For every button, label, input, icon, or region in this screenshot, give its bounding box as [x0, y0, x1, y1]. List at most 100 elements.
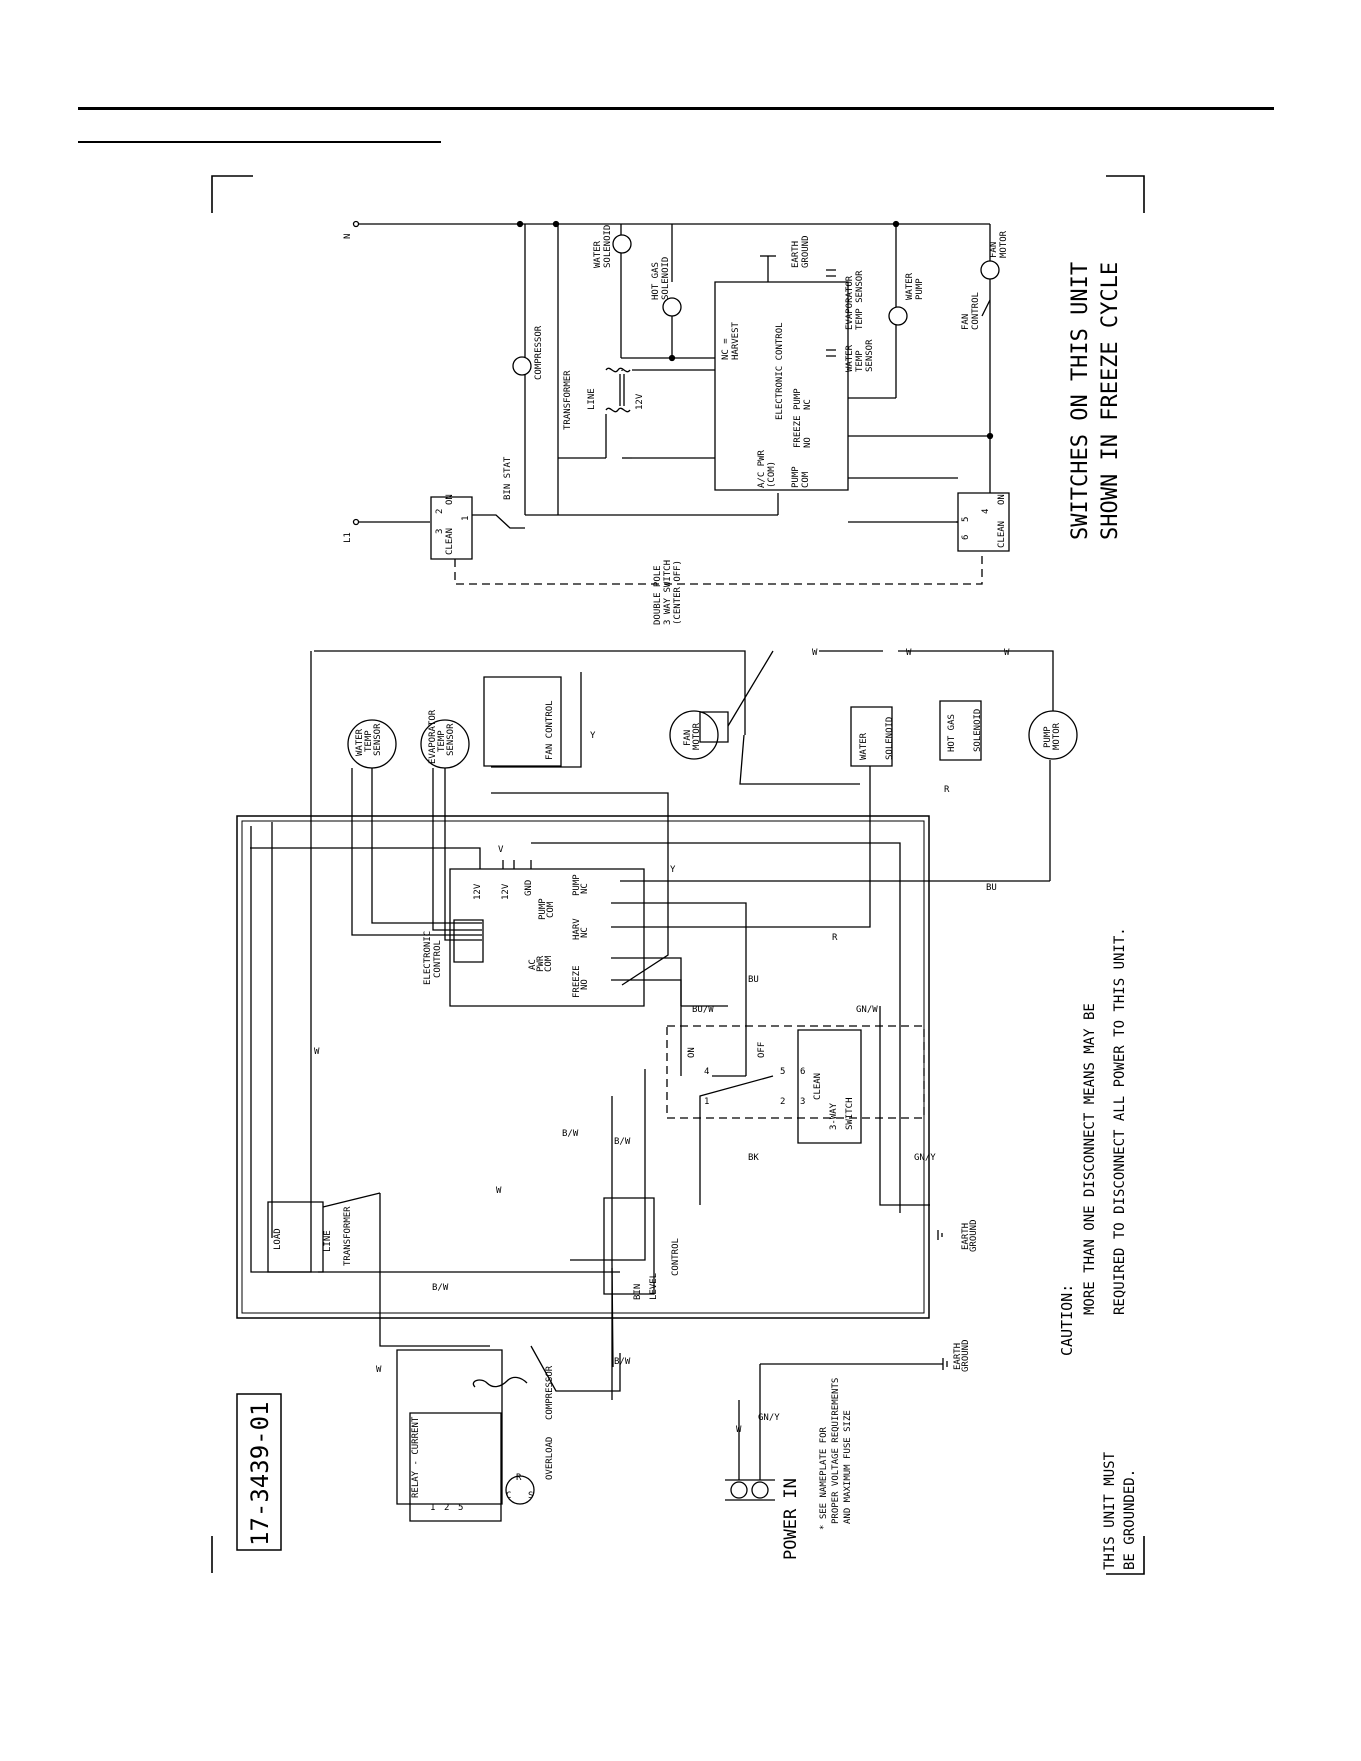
wd-wire-gny-1: GN/Y [914, 1153, 936, 1163]
terminal-5: 5 [961, 517, 971, 522]
nc-label: NC = [721, 338, 731, 360]
wd-relay-current: RELAY - CURRENT [411, 1416, 421, 1498]
line-label: LINE [587, 388, 597, 410]
hot-gas-label-a: HOT GAS [651, 262, 661, 300]
wd-sw-2: 2 [780, 1097, 785, 1107]
ladder-schematic [354, 222, 1010, 585]
wd-ac-pwr-a: AC [528, 959, 538, 970]
wd-water-solenoid-a: WATER [859, 732, 869, 760]
wd-overload: OVERLOAD [545, 1437, 555, 1480]
wd-wire-w-5: W [496, 1186, 502, 1196]
wd-earth-ground-a2: GROUND [969, 1219, 979, 1252]
wd-earth-ground-a1: EARTH [961, 1223, 971, 1250]
wd-wire-w-1: W [812, 648, 818, 658]
wd-evap-c: SENSOR [446, 723, 456, 756]
ground-note-line-2: BE GROUNDED. [1122, 1469, 1138, 1570]
wd-ctrl-gnd: GND [524, 880, 534, 896]
wd-wire-y-1: Y [590, 731, 596, 741]
nameplate-note-line-2: PROPER VOLTAGE REQUIREMENTS [831, 1378, 841, 1524]
caution-heading: CAUTION: [1058, 1284, 1076, 1356]
wd-freeze-no-a: FREEZE [572, 965, 582, 998]
wd-wire-bk: BK [748, 1153, 759, 1163]
wd-wire-bu-2: BU [748, 975, 759, 985]
power-in-label: POWER IN [781, 1478, 801, 1560]
wd-wire-r-1: R [832, 933, 838, 943]
wd-water-solenoid-b: SOLENOID [885, 717, 895, 760]
clean-label-right: CLEAN [997, 521, 1007, 548]
drawing-number: 17-3439-01 [246, 1402, 274, 1547]
wd-sw-1: 1 [704, 1097, 709, 1107]
wd-compressor: COMPRESSOR [545, 1365, 555, 1420]
wd-water-temp-a: WATER [355, 728, 365, 756]
pictorial-wiring [237, 651, 1077, 1550]
wd-wire-v: V [498, 845, 504, 855]
water-pump-label-b: PUMP [915, 278, 925, 300]
wd-switch-name-b: SWITCH [845, 1097, 855, 1130]
wd-electronic-control-b: CONTROL [433, 940, 443, 978]
nameplate-note-line-1: * SEE NAMEPLATE FOR [819, 1426, 829, 1530]
water-temp-label-a: WATER [845, 344, 855, 372]
wd-water-temp-c: SENSOR [373, 723, 383, 756]
wd-switch-off: OFF [757, 1042, 767, 1058]
harvest-label: HARVEST [731, 321, 741, 360]
wd-switch-clean: CLEAN [813, 1073, 823, 1100]
terminal-1: 1 [461, 516, 471, 521]
ac-com-label: (COM) [767, 461, 777, 488]
wd-earth-ground-b2: GROUND [961, 1339, 971, 1372]
wd-evap-a: EVAPORATOR [428, 709, 438, 764]
hot-gas-label-b: SOLENOID [661, 257, 671, 300]
transformer-label: TRANSFORMER [563, 370, 573, 430]
wd-wire-bw-4: B/W [614, 1357, 631, 1367]
wd-wire-bw-3: B/W [432, 1283, 449, 1293]
l1-label: L1 [343, 532, 353, 543]
fan-control-label-a: FAN [961, 314, 971, 330]
on-label-right: ON [997, 494, 1007, 505]
terminal-3: 3 [435, 529, 445, 534]
pump-com-label-b: COM [801, 471, 811, 488]
earth-ground-label-b: GROUND [801, 235, 811, 268]
wd-wire-w-4: W [314, 1047, 320, 1057]
wd-line: LINE [323, 1230, 333, 1252]
wd-transformer: TRANSFORMER [343, 1206, 353, 1266]
switch-note-line-2: SHOWN IN FREEZE CYCLE [1098, 262, 1123, 540]
wd-wire-gnw: GN/W [856, 1005, 878, 1015]
terminal-4: 4 [981, 509, 991, 514]
wd-wire-w-6: W [376, 1365, 382, 1375]
wd-fan-control: FAN CONTROL [545, 700, 555, 760]
wd-wire-bw-1: B/W [562, 1129, 579, 1139]
switch-note-line-1: SWITCHES ON THIS UNIT [1068, 262, 1093, 540]
evap-temp-label-a: EVAPORATOR [845, 275, 855, 330]
fan-motor-label-a: FAN [989, 242, 999, 258]
wd-switch-on: ON [687, 1047, 697, 1058]
wd-fan-motor-b: MOTOR [692, 722, 702, 750]
section-underline [78, 141, 441, 143]
12v-label: 12V [635, 393, 645, 410]
wd-wire-y-2: Y [670, 865, 676, 875]
wd-pump-com-b: COM [546, 901, 556, 918]
wd-relay-pin-2: 2 [444, 1503, 449, 1513]
wd-sw-6: 6 [800, 1067, 805, 1077]
wd-pump-nc-b: NC [580, 883, 590, 894]
neutral-label: N [343, 234, 353, 239]
wiring-labels: WATER TEMP SENSOR EVAPORATOR TEMP SENSOR… [273, 648, 1062, 1513]
clean-label-left: CLEAN [445, 528, 455, 555]
caution-line-2: REQUIRED TO DISCONNECT ALL POWER TO THIS… [1112, 927, 1128, 1315]
nameplate-note-line-3: AND MAXIMUM FUSE SIZE [843, 1410, 853, 1524]
wd-bin-level-a: BIN [633, 1284, 643, 1300]
wd-wire-bu-1: BU [986, 883, 997, 893]
evap-temp-label-b: TEMP SENSOR [855, 270, 865, 330]
compressor-label: COMPRESSOR [534, 325, 544, 380]
wd-hot-gas-b: SOLENOID [973, 709, 983, 752]
wd-ac-pwr-b: PWR [536, 955, 546, 972]
water-solenoid-label-a: WATER [593, 240, 603, 268]
double-pole-label-a: DOUBLE POLE [653, 565, 663, 625]
freeze-no-label: NO [803, 437, 813, 448]
wd-fan-motor-a: FAN [683, 730, 693, 746]
caution-line-1: MORE THAN ONE DISCONNECT MEANS MAY BE [1082, 1003, 1098, 1315]
wd-wire-w-2: W [906, 648, 912, 658]
wd-pump-motor-a: PUMP [1043, 726, 1053, 748]
on-label-left: ON [445, 494, 455, 505]
water-solenoid-label-b: SOLENOID [603, 225, 613, 268]
wd-load: LOAD [273, 1228, 283, 1250]
wd-wire-r-2: R [944, 785, 950, 795]
